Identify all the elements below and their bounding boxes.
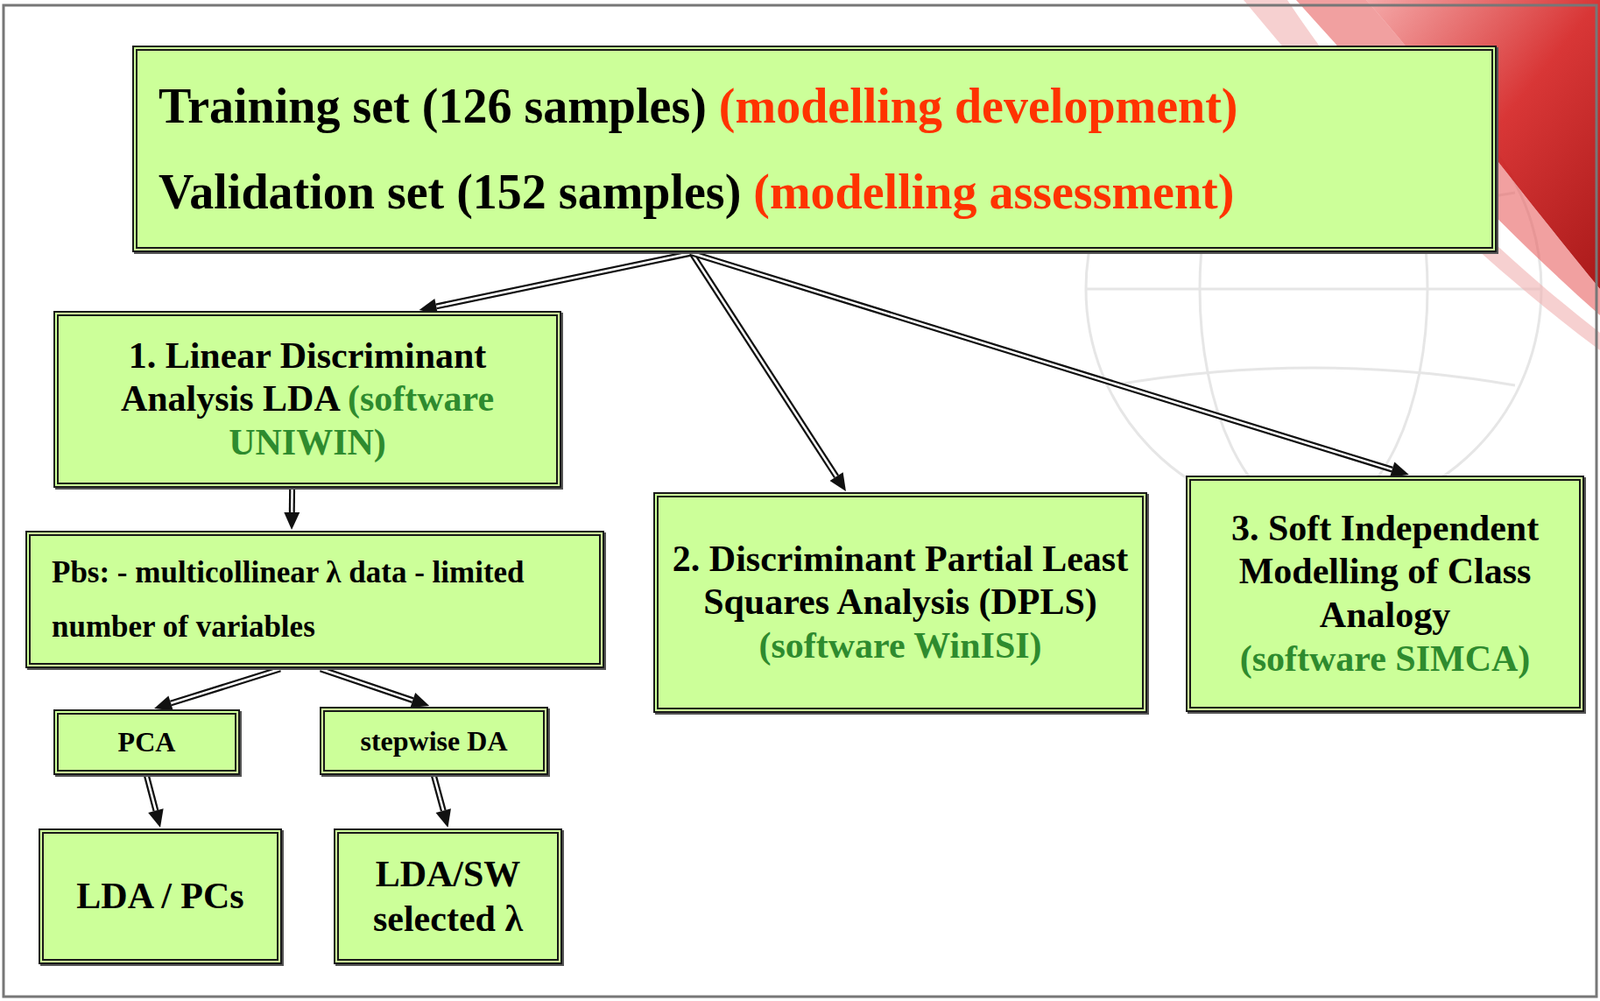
text-line: PCA xyxy=(65,725,228,759)
arrow-head xyxy=(830,472,846,492)
arrow-shaft-inner xyxy=(147,775,156,811)
dataset-box: Training set (126 samples) (modelling de… xyxy=(132,45,1497,253)
arrow-shaft xyxy=(288,488,296,513)
double-arrow xyxy=(320,669,430,708)
method-box: 2. Discriminant Partial Least Squares An… xyxy=(653,492,1148,713)
text-line: stepwise DA xyxy=(331,724,536,758)
arrow-shaft-inner xyxy=(691,253,1393,470)
arrow-shaft xyxy=(320,669,413,701)
text-line: 3. Soft Independent Modelling of Class A… xyxy=(1199,507,1571,638)
method-box: 1. Linear Discriminant Analysis LDA (sof… xyxy=(53,310,562,488)
double-arrow xyxy=(691,253,1410,478)
text-line: 1. Linear Discriminant Analysis LDA (sof… xyxy=(69,334,546,466)
box-text: (software WinISI) xyxy=(758,625,1042,666)
box-text: Validation set (152 samples) xyxy=(158,164,741,219)
result-box: LDA / PCs xyxy=(38,828,282,965)
box-text: (modelling assessment) xyxy=(753,164,1234,219)
text-line: Pbs: - multicollinear λ data - limited n… xyxy=(51,545,584,654)
arrow-shaft-inner xyxy=(320,669,413,701)
arrow-shaft-inner xyxy=(170,669,281,704)
page-frame xyxy=(3,5,1597,997)
arrow-shaft xyxy=(436,253,692,307)
double-arrow xyxy=(154,669,281,712)
text-line: (software WinISI) xyxy=(669,624,1132,669)
text-line: 2. Discriminant Partial Least Squares An… xyxy=(669,537,1132,625)
box-text: stepwise DA xyxy=(360,725,508,757)
arrow-shaft xyxy=(691,253,1393,470)
box-text: LDA / PCs xyxy=(76,875,244,917)
box-text: PCA xyxy=(118,725,177,758)
double-arrow xyxy=(147,775,164,828)
arrow-shaft xyxy=(147,775,156,811)
text-line: (software SIMCA) xyxy=(1199,637,1571,682)
step-box: stepwise DA xyxy=(319,706,549,776)
result-box: LDA/SW selected λ xyxy=(333,828,563,965)
arrow-shaft-inner xyxy=(434,775,445,811)
box-text: 2. Discriminant Partial Least Squares An… xyxy=(672,538,1128,623)
box-text: Pbs: - multicollinear λ data - limited n… xyxy=(51,555,525,643)
problem-box: Pbs: - multicollinear λ data - limited n… xyxy=(25,530,605,669)
double-arrow xyxy=(434,775,452,828)
arrow-shaft xyxy=(434,775,445,811)
arrow-shaft-inner xyxy=(290,488,294,513)
method-box: 3. Soft Independent Modelling of Class A… xyxy=(1185,475,1585,712)
text-line: LDA/SW selected λ xyxy=(358,852,538,941)
double-arrow xyxy=(283,488,300,530)
box-text: (modelling development) xyxy=(718,78,1239,134)
arrow-head xyxy=(409,692,430,708)
text-line: Validation set (152 samples) (modelling … xyxy=(158,148,1474,235)
box-text: Training set (126 samples) xyxy=(158,78,707,134)
arrow-shaft-inner xyxy=(436,253,692,307)
arrow-head xyxy=(148,808,163,828)
arrow-shaft-inner xyxy=(691,253,837,477)
text-line: LDA / PCs xyxy=(50,874,270,918)
arrow-head xyxy=(283,512,300,530)
box-text: 3. Soft Independent Modelling of Class A… xyxy=(1231,507,1539,635)
double-arrow xyxy=(691,253,846,492)
text-line: Training set (126 samples) (modelling de… xyxy=(158,63,1474,149)
step-box: PCA xyxy=(53,709,240,776)
arrow-shaft xyxy=(170,669,281,704)
box-text: LDA/SW selected λ xyxy=(373,853,523,938)
box-text: (software SIMCA) xyxy=(1240,638,1531,679)
double-arrow xyxy=(419,253,692,315)
arrow-shaft xyxy=(691,253,837,477)
arrow-head xyxy=(436,808,452,828)
